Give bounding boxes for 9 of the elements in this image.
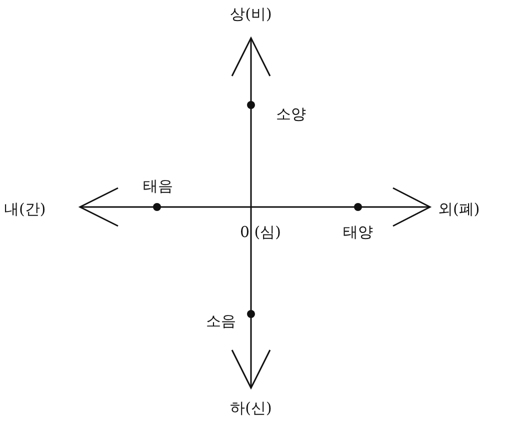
point-label: 태음 [143, 177, 173, 195]
point-label: 소양 [276, 105, 306, 123]
axis-label: 하(신) [230, 399, 272, 417]
origin-label: 0 (심) [240, 223, 282, 241]
point-label: 태양 [343, 223, 373, 241]
point-label: 소음 [206, 312, 236, 330]
axis-label: 내(간) [4, 200, 46, 218]
axis-label: 상(비) [230, 5, 272, 23]
axis-label: 외(폐) [438, 200, 480, 218]
